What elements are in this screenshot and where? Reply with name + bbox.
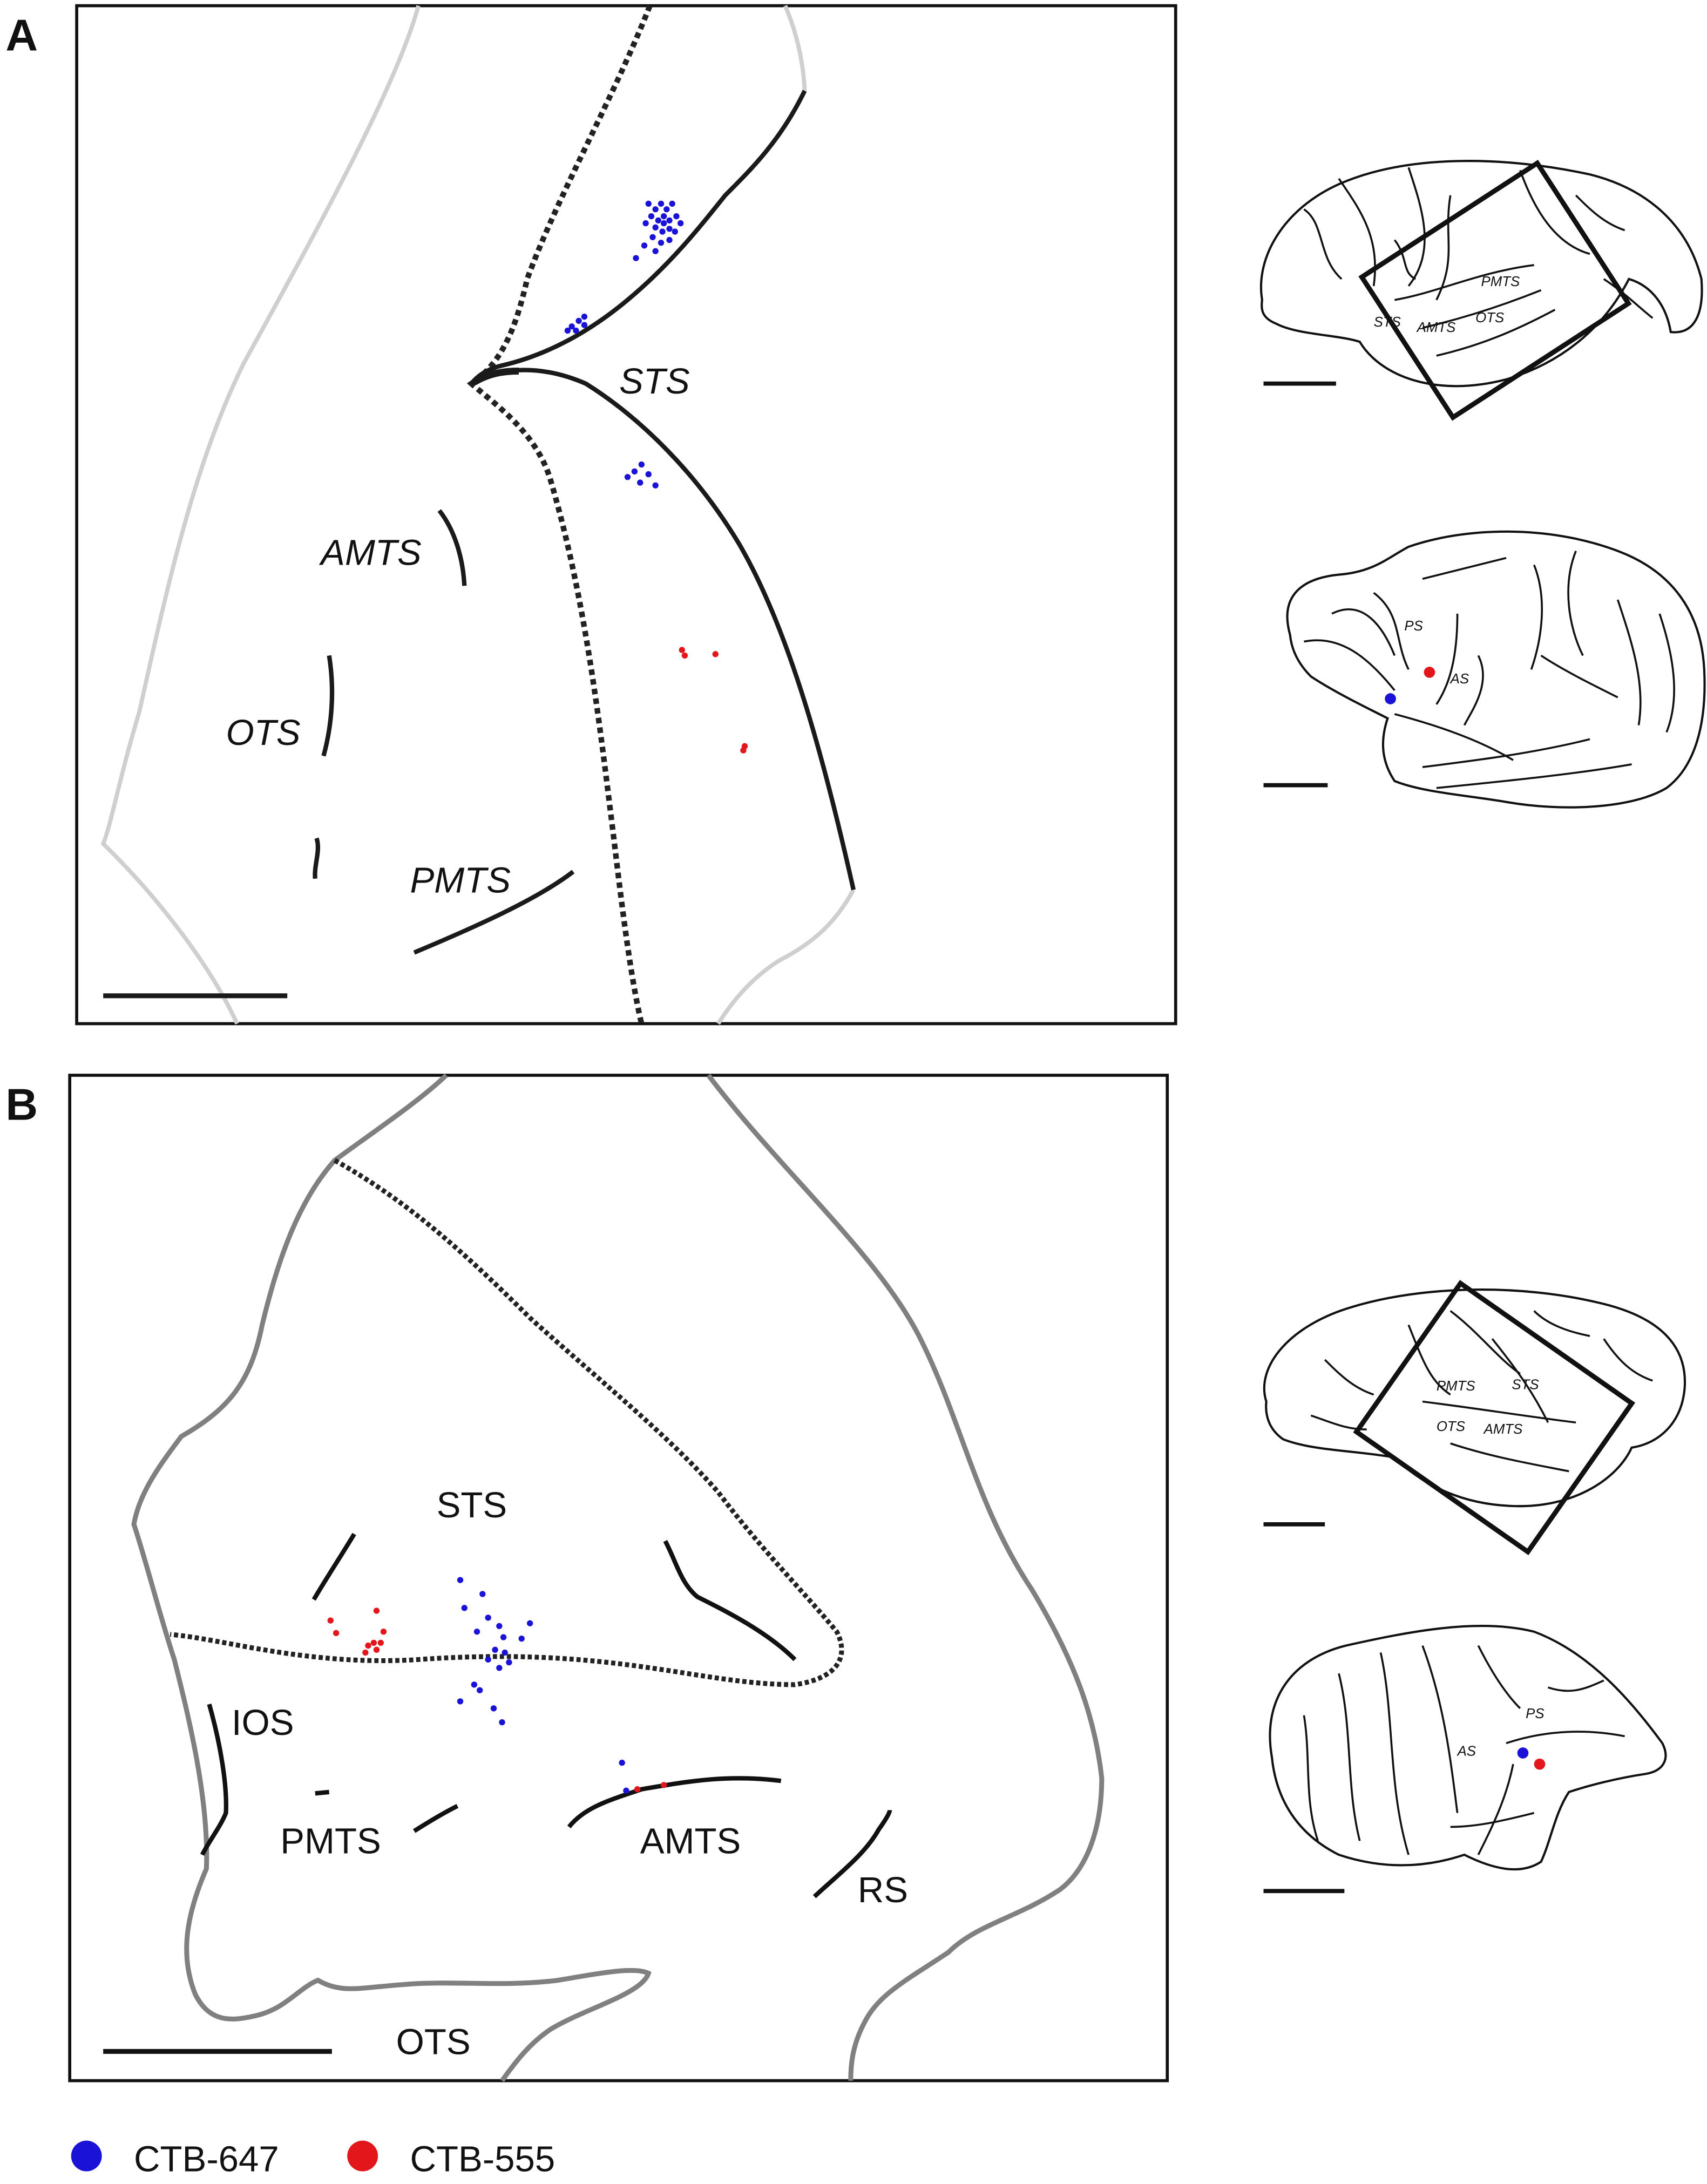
panel-b-medial-sulci — [1303, 1645, 1625, 1855]
panel-a-frame — [75, 4, 1177, 1026]
panel-b-medial-brain-outline — [1269, 1625, 1667, 1871]
panel-a-label-pmts: PMTS — [410, 860, 511, 901]
panel-b-lateral-brain-outline — [1263, 1288, 1686, 1508]
panel-b-ios-sulcus — [200, 1703, 228, 1856]
panel-a-pmts-sulcus — [413, 870, 575, 955]
panel-b-rs-sulcus — [812, 1809, 892, 1898]
panel-a-letter: A — [5, 10, 38, 60]
panel-b-small-sulcus — [315, 1789, 330, 1796]
panel-b-label-rs: RS — [858, 1870, 908, 1910]
legend-label-ctb647: CTB-647 — [134, 2139, 279, 2180]
panel-a-outline-bottom — [716, 888, 856, 1025]
panel-b-inset-sts: STS — [1512, 1377, 1539, 1392]
panel-a-label-amts: AMTS — [319, 533, 422, 573]
panel-a-ots-sulcus — [321, 655, 335, 757]
panel-a-inset-amts: AMTS — [1416, 320, 1456, 335]
panel-b-label-ios: IOS — [232, 1703, 294, 1743]
panel-b-pmts-sulcus — [413, 1803, 459, 1833]
panel-a-sts-upper — [469, 90, 807, 385]
panel-a-amts-sulcus — [437, 509, 467, 586]
panel-b-injection-blue — [1517, 1747, 1529, 1759]
legend-label-ctb555: CTB-555 — [410, 2139, 556, 2180]
panel-a-label-sts: STS — [619, 361, 690, 402]
panel-b-amts-sulcus — [567, 1776, 782, 1829]
panel-a-sts-lower — [470, 368, 856, 891]
panel-a-region-box — [1358, 159, 1632, 421]
panel-a-inset-sts: STS — [1374, 315, 1401, 330]
panel-b-label-pmts: PMTS — [280, 1821, 381, 1862]
panel-a-injection-red — [1424, 667, 1435, 678]
panel-a-dotted-boundary — [466, 4, 653, 1025]
panel-b-sulcus-right-upper — [663, 1539, 797, 1661]
panel-a-small-sulcus — [313, 837, 321, 879]
panel-a-medial-sulci — [1304, 550, 1675, 789]
panel-a-inset-ots: OTS — [1475, 310, 1504, 325]
panel-b-lateral-brain: PMTS STS OTS AMTS — [1263, 1280, 1686, 1556]
panel-b-inset-as: AS — [1457, 1744, 1476, 1759]
panel-b-sulcus-left-upper — [311, 1532, 356, 1601]
panel-b-label-sts: STS — [437, 1485, 507, 1525]
legend: CTB-647 CTB-555 — [71, 2139, 556, 2180]
panel-a-lateral-sulci — [1303, 167, 1654, 357]
legend-swatch-ctb647 — [71, 2140, 102, 2172]
panel-a-lateral-brain: STS AMTS OTS PMTS — [1259, 159, 1703, 421]
panel-a-sts-fundus — [472, 367, 519, 385]
panel-b-outline-right — [706, 1074, 1105, 2081]
panel-b-inset-pmts: PMTS — [1437, 1379, 1475, 1394]
panel-a-red-cells — [679, 647, 748, 754]
panel-b-outline — [131, 1073, 652, 2083]
panel-a-medial-brain-outline — [1286, 530, 1706, 809]
panel-a-outline-top — [783, 5, 807, 91]
panel-a-inset-as: AS — [1449, 672, 1469, 687]
panel-a-inset-ps: PS — [1404, 619, 1422, 634]
panel-a-blue-cells — [564, 200, 684, 489]
panel-b-letter: B — [5, 1080, 38, 1130]
panel-b-medial-brain: PS AS — [1263, 1625, 1667, 1894]
panel-b-injection-red — [1534, 1758, 1546, 1770]
panel-b-inset-ots: OTS — [1437, 1419, 1465, 1434]
panel-b-label-amts: AMTS — [640, 1821, 741, 1862]
panel-a-lateral-brain-outline — [1259, 160, 1703, 388]
panel-a-inset-pmts: PMTS — [1481, 274, 1520, 289]
panel-a-label-ots: OTS — [226, 713, 301, 753]
legend-swatch-ctb555 — [347, 2140, 378, 2172]
panel-b-inset-amts: AMTS — [1483, 1422, 1523, 1437]
panel-b-lateral-sulci — [1310, 1310, 1653, 1473]
panel-a-outline-left — [100, 5, 421, 1025]
panel-a-map: STS AMTS OTS PMTS — [75, 4, 1177, 1026]
panel-b-red-cells — [327, 1608, 667, 1793]
panel-b-blue-cells — [457, 1577, 629, 1794]
panel-b-frame — [68, 1074, 1169, 2083]
panel-b-map: STS IOS PMTS AMTS RS OTS — [68, 1073, 1169, 2083]
panel-b-region-box — [1353, 1280, 1636, 1556]
panel-a-medial-brain: PS AS — [1263, 530, 1706, 809]
panel-b-label-ots: OTS — [396, 2022, 471, 2063]
panel-b-inset-ps: PS — [1526, 1706, 1544, 1721]
panel-a-injection-blue — [1385, 693, 1396, 704]
panel-b-dotted-boundary — [170, 1158, 844, 1687]
